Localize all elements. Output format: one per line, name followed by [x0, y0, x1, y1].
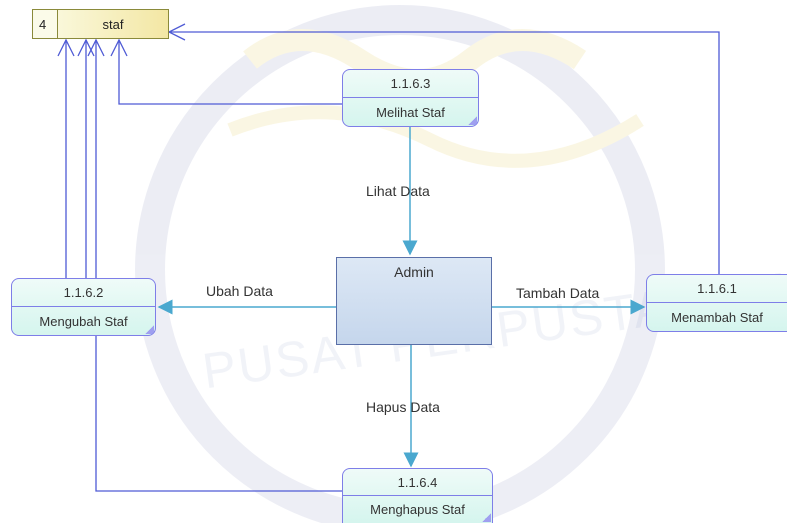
fold-corner-icon [468, 116, 477, 125]
process-melihat-staf[interactable]: 1.1.6.3 Melihat Staf [342, 69, 479, 127]
process-name: Menambah Staf [671, 309, 763, 325]
entity-name: Admin [394, 264, 434, 280]
entity-admin[interactable]: Admin [336, 257, 492, 345]
process-mengubah-staf[interactable]: 1.1.6.2 Mengubah Staf [11, 278, 156, 336]
process-id: 1.1.6.3 [343, 70, 478, 98]
process-menambah-staf[interactable]: 1.1.6.1 Menambah Staf [646, 274, 787, 332]
flow-label-tambah-data: Tambah Data [516, 285, 600, 301]
fold-corner-icon [482, 513, 491, 522]
process-id: 1.1.6.2 [12, 279, 155, 307]
fold-corner-icon [145, 325, 154, 334]
process-name: Melihat Staf [376, 104, 445, 120]
process-name: Mengubah Staf [39, 313, 128, 329]
process-id: 1.1.6.1 [647, 275, 787, 303]
flow-ubah-to-store-1 [57, 38, 75, 278]
data-store-name: staf [102, 16, 124, 32]
flow-tambah-to-store [167, 23, 720, 274]
process-id: 1.1.6.4 [343, 469, 492, 496]
process-name: Menghapus Staf [370, 502, 465, 517]
flow-lihat-to-store [110, 38, 342, 105]
data-store-staf[interactable]: 4 staf [32, 9, 169, 39]
flow-ubah-to-store-2 [77, 38, 95, 278]
data-store-id: 4 [33, 10, 58, 38]
process-menghapus-staf[interactable]: 1.1.6.4 Menghapus Staf [342, 468, 493, 523]
flow-hapus-to-store [87, 38, 342, 492]
flow-label-ubah-data: Ubah Data [206, 283, 273, 299]
flow-label-lihat-data: Lihat Data [366, 183, 430, 199]
flow-label-hapus-data: Hapus Data [366, 399, 440, 415]
